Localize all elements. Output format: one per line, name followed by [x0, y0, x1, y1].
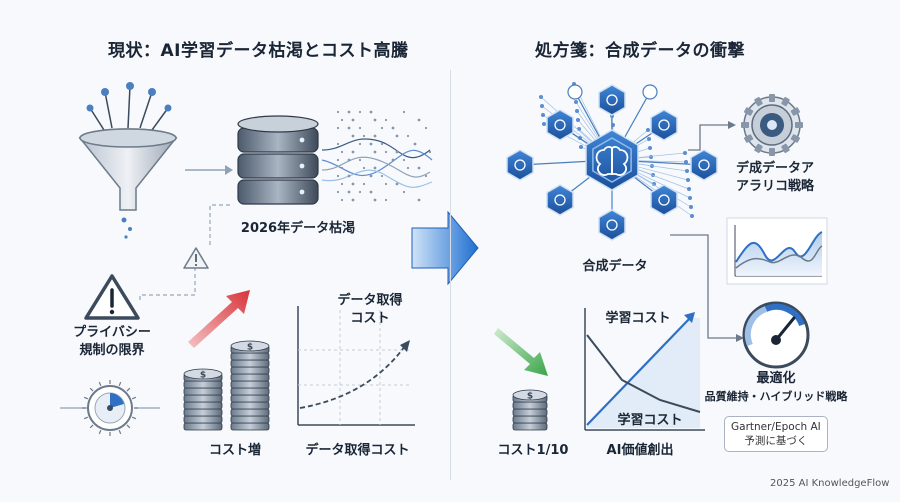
regulation-dial-icon — [60, 385, 160, 431]
footer-credit: 2025 AI KnowledgeFlow — [770, 478, 890, 489]
coin-stack-icon: $$ — [183, 340, 270, 431]
privacy-label-line2: 規制の限界 — [79, 342, 145, 358]
optimize-label: 最適化 — [756, 371, 796, 386]
strategy-label-line1: デ成データア — [735, 161, 814, 176]
right-graph-lower-label: 学習コスト — [617, 413, 683, 428]
source-note-line1: Gartner/Epoch AI — [731, 421, 821, 433]
right-graph-upper-label: 学習コスト — [605, 311, 671, 326]
data-particles — [336, 110, 432, 202]
synthetic-data-network — [506, 82, 718, 241]
transition-arrow — [411, 210, 479, 286]
strategy-gear-icon — [741, 94, 803, 156]
privacy-label-line1: プライバシー — [73, 325, 151, 340]
left-graph-title: データ取得 コスト — [328, 292, 412, 327]
left-section-title: 現状：AI学習データ枯渇とコスト高騰 — [108, 41, 409, 61]
source-note-line2: 予測に基づく — [744, 435, 808, 448]
cost-tenth-label: コスト1/10 — [497, 443, 569, 458]
data-depletion-label: 2026年データ枯渇 — [240, 221, 356, 236]
optimization-gauge-icon — [742, 301, 810, 369]
svg-text:$: $ — [247, 343, 253, 353]
funnel-icon — [78, 82, 178, 239]
strategy-label: デ成データア アラリコ戦略 — [725, 160, 825, 195]
privacy-label: プライバシー 規制の限界 — [62, 324, 162, 359]
data-cost-graph — [297, 306, 415, 426]
right-section-title: 処方箋：合成データの衝撃 — [535, 41, 745, 61]
svg-text:$: $ — [200, 371, 206, 381]
cost-down-arrow — [494, 328, 548, 376]
left-graph-title-line2: コスト — [350, 310, 390, 326]
cost-increase-label: コスト増 — [208, 443, 261, 458]
warning-icon — [84, 274, 140, 320]
small-warning-icon — [183, 247, 209, 269]
cost-up-arrow — [188, 290, 250, 348]
right-graph-xlabel: AI価値創出 — [606, 443, 674, 458]
strategy-label-line2: アラリコ戦略 — [735, 178, 814, 194]
source-note: Gartner/Epoch AI 予測に基づく — [724, 416, 828, 453]
svg-text:$: $ — [527, 392, 533, 402]
coin-stack-small-icon: $ — [512, 389, 548, 431]
data-stream-graphic — [321, 138, 433, 188]
ai-value-graph — [584, 308, 705, 431]
optimize-sub-label: 品質維持・ハイブリッド戦略 — [704, 390, 848, 403]
left-graph-xlabel: データ取得コスト — [305, 443, 410, 458]
strategy-mini-chart — [726, 217, 828, 285]
section-divider — [450, 70, 451, 480]
left-graph-title-line1: データ取得 — [337, 293, 403, 308]
synthetic-data-label: 合成データ — [582, 259, 648, 274]
database-icon — [237, 115, 319, 205]
